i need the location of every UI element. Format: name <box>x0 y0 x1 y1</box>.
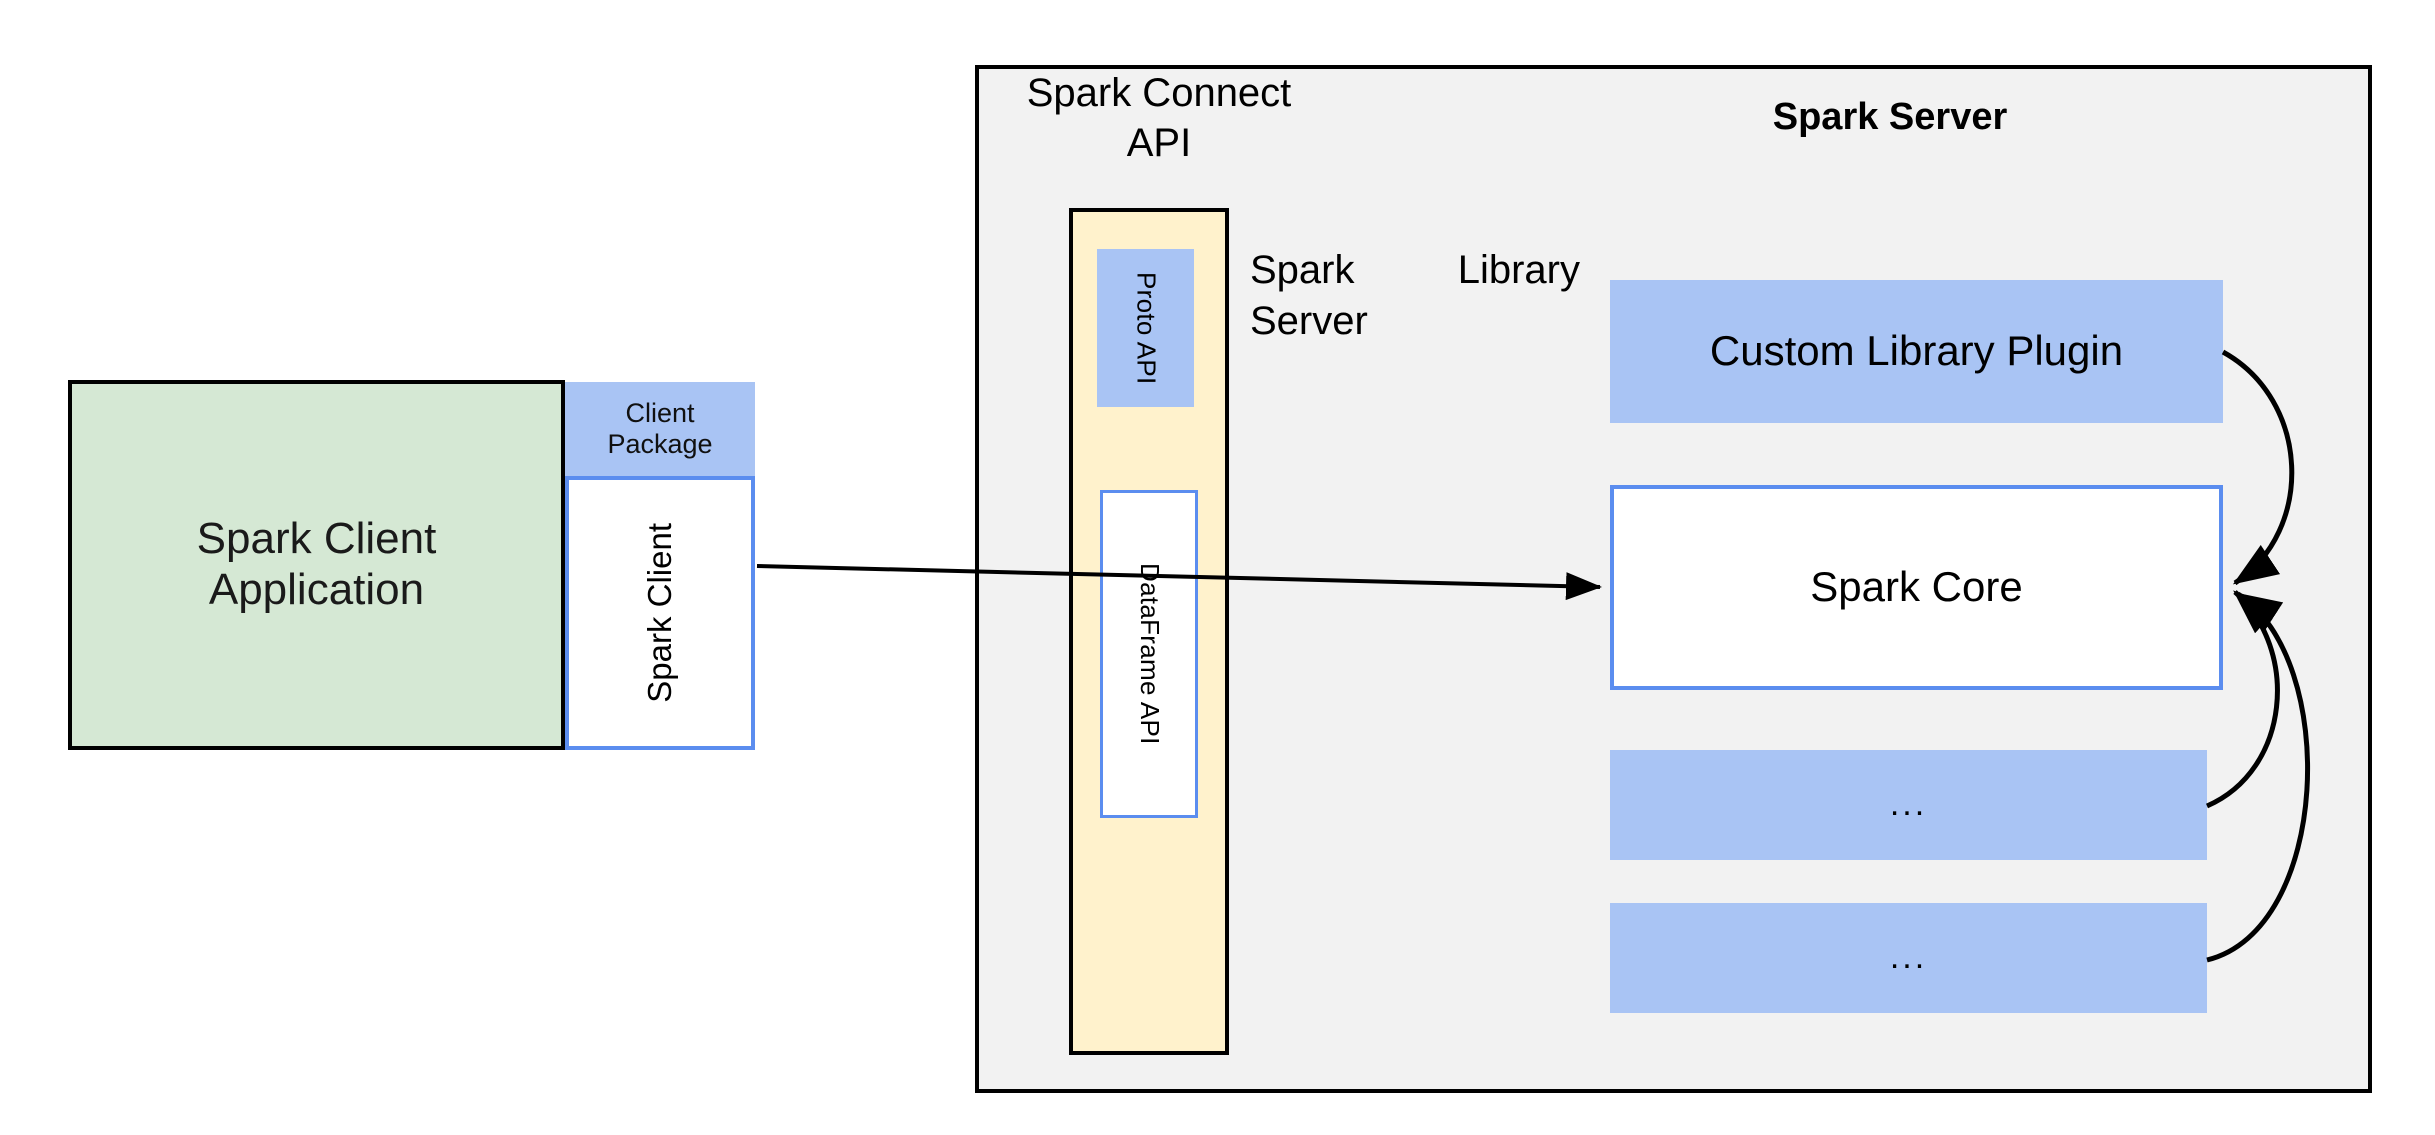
spark-server-library-label: Spark Server Library <box>1250 245 1580 345</box>
spark-client-application-box[interactable]: Spark Client Application <box>68 380 565 750</box>
dataframe-api-box[interactable]: DataFrame API <box>1100 490 1198 818</box>
dataframe-api-label: DataFrame API <box>1134 563 1165 745</box>
client-package-label-line2: Package <box>607 429 713 459</box>
spark-client-label: Spark Client <box>641 523 679 703</box>
spark-core-box[interactable]: Spark Core <box>1610 485 2223 690</box>
client-app-label-line1: Spark Client <box>196 514 437 564</box>
placeholder-component-label-1: ... <box>1889 785 1928 824</box>
spark-client-application-label: Spark Client Application <box>197 514 437 615</box>
spark-core-label: Spark Core <box>1810 563 2023 611</box>
custom-library-plugin-label: Custom Library Plugin <box>1709 327 2124 375</box>
spark-client-box[interactable]: Spark Client <box>565 476 755 750</box>
spark-server-library-label-line2: Library <box>1457 248 1580 292</box>
spark-server-title: Spark Server <box>1772 96 2008 139</box>
client-package-box[interactable]: Client Package <box>565 382 755 476</box>
client-app-label-line2: Application <box>208 565 425 614</box>
client-package-label: Client Package <box>607 398 712 460</box>
proto-api-box[interactable]: Proto API <box>1097 249 1194 407</box>
spark-connect-api-label: Spark Connect API <box>1013 68 1305 168</box>
client-package-label-line1: Client <box>625 397 695 428</box>
placeholder-component-label-2: ... <box>1889 938 1928 977</box>
placeholder-component-box-2[interactable]: ... <box>1610 903 2207 1013</box>
placeholder-component-box-1[interactable]: ... <box>1610 750 2207 860</box>
spark-connect-api-label-line2: API <box>1126 121 1192 165</box>
spark-server-library-label-line1: Spark Server <box>1250 248 1368 344</box>
proto-api-label: Proto API <box>1131 271 1162 385</box>
custom-library-plugin-box[interactable]: Custom Library Plugin <box>1610 280 2223 423</box>
spark-connect-api-label-line1: Spark Connect <box>1026 71 1292 115</box>
